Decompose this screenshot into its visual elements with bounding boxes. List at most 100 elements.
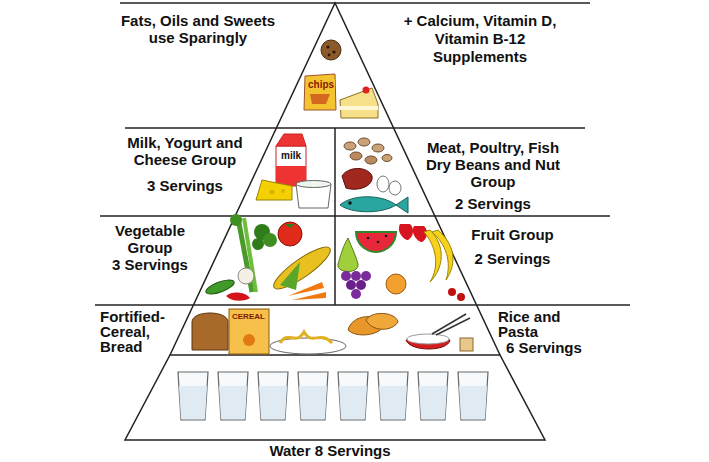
fruit-art (356, 280, 366, 290)
grain-art (436, 318, 470, 335)
group-label: Fruit Group (460, 226, 565, 243)
group-label: Fats, Oils and Sweets use Sparingly (113, 12, 283, 46)
vegetable-art (252, 238, 264, 250)
fruit-art (457, 293, 465, 301)
water-glasses (458, 372, 488, 420)
meat-art (372, 144, 384, 152)
fruit-art (351, 271, 361, 281)
dairy-art (256, 134, 331, 208)
serving-label: 3 Servings (105, 256, 195, 273)
meat-art (350, 152, 362, 160)
water-glasses (379, 386, 407, 419)
grain-art (407, 334, 449, 344)
fruit-art (377, 241, 380, 244)
meat-art (348, 201, 352, 205)
vegetable-art (285, 224, 295, 228)
fruit-art (361, 271, 371, 281)
group-label: Meat, Poultry, Fish Dry Beans and Nut Gr… (418, 139, 568, 190)
pyramid-outline (125, 127, 585, 129)
dairy-art (270, 190, 275, 195)
meat-art (396, 197, 408, 213)
sweets-art (363, 87, 370, 94)
serving-label: 2 Servings (460, 250, 565, 267)
grain-art (280, 332, 332, 343)
dairy-art (281, 189, 285, 193)
fruit-art (399, 224, 413, 240)
grain-art (460, 338, 473, 351)
group-label: Water 8 Servings (255, 442, 405, 459)
water-glasses (179, 386, 207, 419)
serving-label: + Calcium, Vitamin D, Vitamin B-12 Suppl… (400, 12, 560, 66)
water-band: Water 8 Servings (120, 356, 560, 462)
meat-art (365, 156, 377, 164)
dairy-group: Milk, Yogurt and Cheese Group 3 Servings (100, 129, 334, 215)
dairy-art (276, 134, 306, 146)
serving-label: Rice and Pasta (498, 309, 573, 339)
water-glasses (419, 386, 447, 419)
water-glasses (418, 372, 448, 420)
water-glasses (459, 386, 487, 419)
water-glasses (298, 372, 328, 420)
fruit-art (386, 274, 406, 294)
water-glasses (218, 372, 248, 420)
water-glasses (339, 386, 367, 419)
grain-art (192, 309, 473, 354)
meat-art (377, 176, 389, 192)
vegetable-art (278, 222, 302, 246)
package-label: CEREAL (231, 313, 266, 322)
meat-art (342, 169, 372, 190)
sweets-art (340, 88, 378, 118)
water-glasses (219, 386, 247, 419)
water-glasses (299, 386, 327, 419)
sweets-art (321, 40, 341, 60)
meat-art (344, 142, 356, 150)
serving-label: 6 Servings (506, 340, 596, 355)
sweets-art (328, 54, 331, 57)
grain-band: Fortified-Cereal, Bread Rice and Pasta6 S… (95, 306, 630, 356)
group-label: Fortified-Cereal, Bread (100, 309, 180, 354)
grain-art (243, 334, 255, 346)
meat-art (389, 181, 401, 195)
vegetable-art (280, 262, 300, 290)
protein-group: Meat, Poultry, Fish Dry Beans and Nut Gr… (336, 129, 596, 215)
fruit-art (338, 238, 358, 272)
serving-label: 3 Servings (110, 177, 260, 194)
fruit-art (385, 235, 388, 238)
meat-art (358, 138, 370, 146)
dairy-art (296, 181, 331, 188)
vegetable-art (263, 233, 277, 247)
pyramid-outline (125, 355, 545, 440)
sweets-art (304, 74, 336, 110)
dairy-art (256, 180, 292, 200)
vegetable-group: Vegetable Group3 Servings (95, 217, 334, 304)
pyramid-outline (100, 215, 610, 217)
pyramid-outline (120, 2, 590, 4)
fruit-art (346, 280, 356, 290)
grain-art (192, 313, 228, 350)
sweets-art (340, 106, 378, 110)
fruit-art (351, 289, 361, 299)
vegetable-art (204, 214, 335, 301)
meat-art (382, 155, 392, 162)
meat-art (340, 197, 396, 212)
sweets-art (310, 94, 330, 104)
sweets-band: Fats, Oils and Sweets use Sparingly + Cal… (100, 4, 580, 127)
water-glasses (259, 386, 287, 419)
sweets-art (326, 45, 329, 48)
water-glasses (258, 372, 288, 420)
group-label: Vegetable Group (105, 222, 195, 256)
fruit-art (356, 232, 396, 252)
vegetable-art (226, 292, 250, 300)
meat-art (340, 138, 408, 213)
fruit-art (367, 237, 370, 240)
group-label: Milk, Yogurt and Cheese Group (110, 134, 260, 168)
fruit-art (448, 288, 456, 296)
water-glasses (178, 372, 208, 420)
pyramid-outline (95, 3, 630, 440)
grain-art (229, 309, 269, 354)
vegetable-art (230, 214, 242, 226)
water-glasses (178, 372, 488, 420)
fruit-art (341, 271, 351, 281)
